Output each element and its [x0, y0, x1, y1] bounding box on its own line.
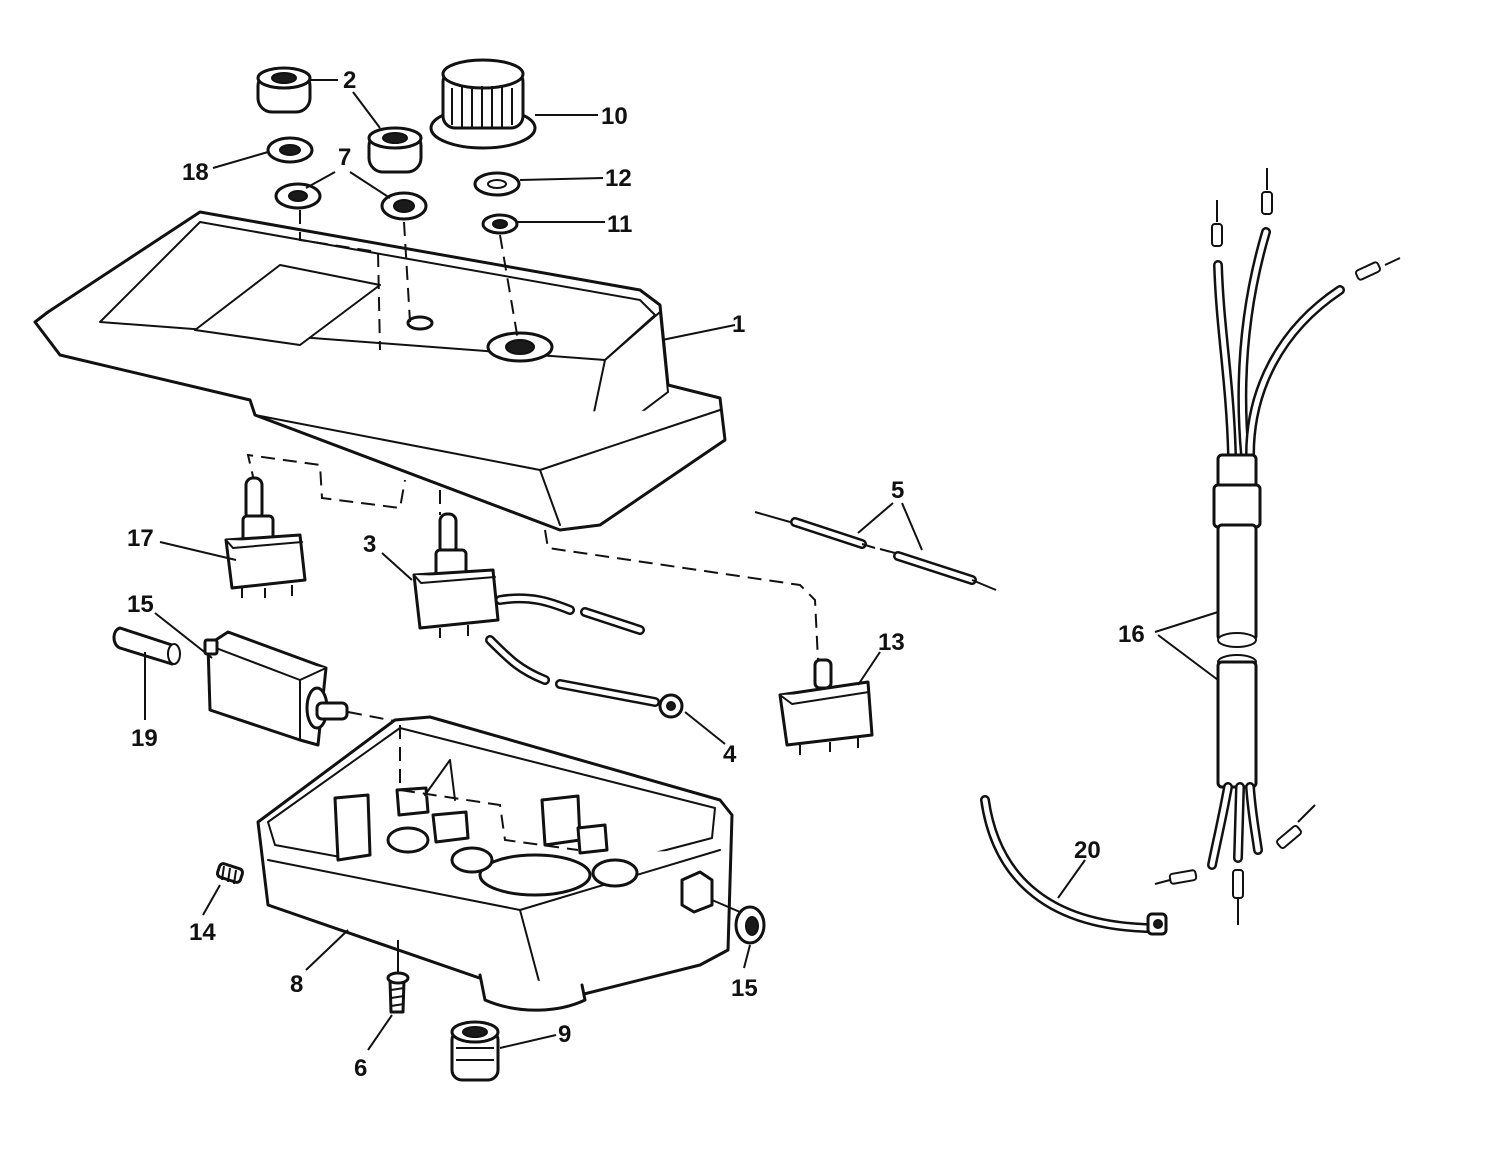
label-9: 9: [558, 1021, 571, 1048]
label-15-right: 15: [731, 975, 758, 1002]
label-8: 8: [290, 971, 303, 998]
ground-wire-20: [980, 795, 1168, 936]
label-17: 17: [127, 525, 154, 552]
nut-7-right: [380, 191, 428, 221]
label-5: 5: [891, 477, 904, 504]
label-1: 1: [732, 311, 745, 338]
label-13: 13: [878, 629, 905, 656]
splice-connectors-5: [754, 511, 997, 591]
label-2: 2: [343, 67, 356, 94]
label-4: 4: [723, 741, 737, 768]
grommet-9: [450, 1020, 500, 1082]
label-6: 6: [354, 1055, 367, 1082]
pushbutton-switch-15: [203, 630, 401, 747]
knob-cap-left: [256, 66, 312, 114]
label-10: 10: [601, 103, 628, 130]
housing-base-8: [256, 715, 734, 1012]
label-11: 11: [607, 211, 632, 238]
set-screw-14: [215, 862, 245, 885]
leader-lines: [144, 79, 1219, 1051]
label-20: 20: [1074, 837, 1101, 864]
part-number-labels: 2 10 18 7 12 11 1 5 17 3 15 13 16 19 4 2…: [127, 67, 1145, 1082]
lock-washer-11: [481, 213, 519, 235]
nut-7-left: [274, 182, 322, 210]
toggle-switch-17: [224, 453, 406, 598]
label-3: 3: [363, 531, 376, 558]
label-12: 12: [605, 165, 632, 192]
label-15-left: 15: [127, 591, 154, 618]
plug-button-15: [711, 899, 766, 945]
washer-18: [266, 136, 314, 164]
label-7: 7: [338, 144, 351, 171]
screw-6: [386, 940, 410, 1014]
label-19: 19: [131, 725, 158, 752]
label-16: 16: [1118, 621, 1145, 648]
switch-13: [544, 529, 874, 755]
cable-assembly-16: [1154, 168, 1401, 925]
pin-19: [112, 626, 181, 666]
label-14: 14: [189, 919, 216, 946]
toggle-switch-3: [412, 490, 500, 638]
label-18: 18: [182, 159, 209, 186]
wire-lead-4: [485, 593, 684, 719]
knob-cap-right: [367, 126, 423, 174]
washer-12: [473, 171, 521, 197]
rotary-knob: [429, 58, 537, 150]
pedal-cover: [33, 210, 727, 532]
